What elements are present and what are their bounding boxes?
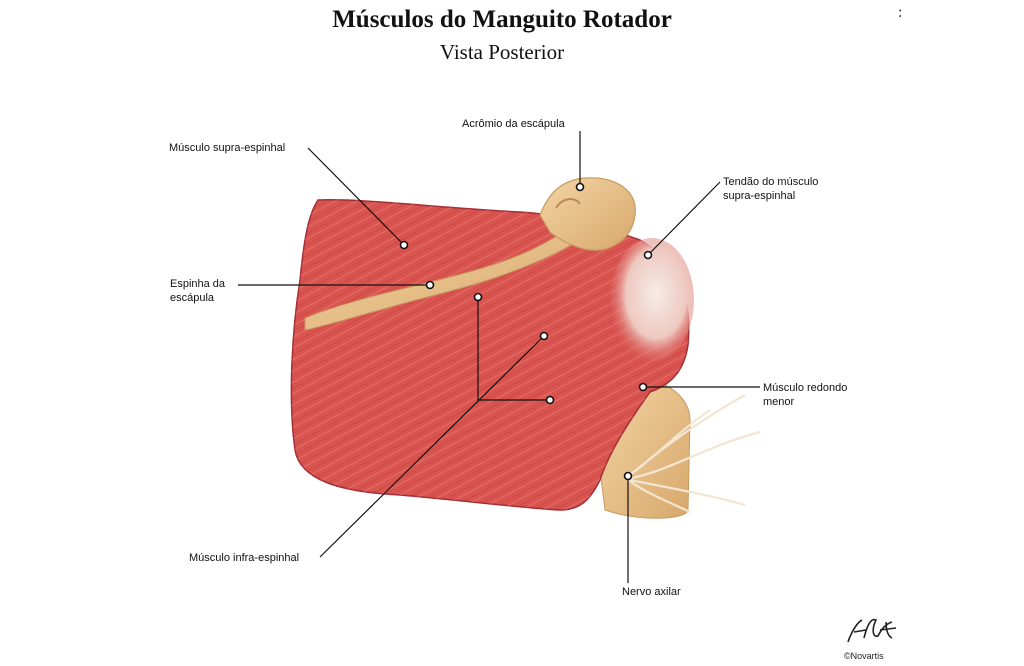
marker-espinha <box>425 280 435 290</box>
leader-tendao <box>647 181 721 256</box>
label-nervo: Nervo axilar <box>622 586 681 598</box>
page-subtitle: Vista Posterior <box>439 40 565 64</box>
label-supra: Músculo supra-espinhal <box>169 142 286 154</box>
label-tendao: Tendão do músculo supra-espinhal <box>723 176 819 202</box>
label-espinha: Espinha da escápula <box>170 278 226 304</box>
tendon-shape <box>610 238 694 362</box>
label-infra: Músculo infra-espinhal <box>189 552 300 564</box>
label-acromio: Acrômio da escápula <box>462 118 565 130</box>
marker-tendao <box>643 250 653 260</box>
leader-infra <box>319 335 545 558</box>
marker-dots <box>399 182 653 481</box>
marker-acromio <box>575 182 585 192</box>
stray-mark: : <box>898 4 903 21</box>
marker-supra <box>399 240 409 250</box>
muscle-fibers-shape <box>291 199 689 510</box>
marker-infra-mid <box>539 331 549 341</box>
acromion-shape <box>539 177 636 251</box>
netter-signature <box>847 618 897 643</box>
marker-redondo <box>638 382 648 392</box>
marker-infra-top <box>473 292 483 302</box>
axillary-nerve-shape <box>625 394 761 513</box>
marker-nervo <box>623 471 633 481</box>
label-redondo: Músculo redondo menor <box>763 382 848 408</box>
copyright-text: ©Novartis <box>844 651 884 661</box>
leader-supra <box>307 147 405 246</box>
leader-infra-branch <box>477 297 550 401</box>
marker-infra-low <box>545 395 555 405</box>
leader-lines <box>238 131 760 583</box>
acromion-notch-shape <box>555 198 581 209</box>
page-title: Músculos do Manguito Rotador <box>332 6 672 33</box>
